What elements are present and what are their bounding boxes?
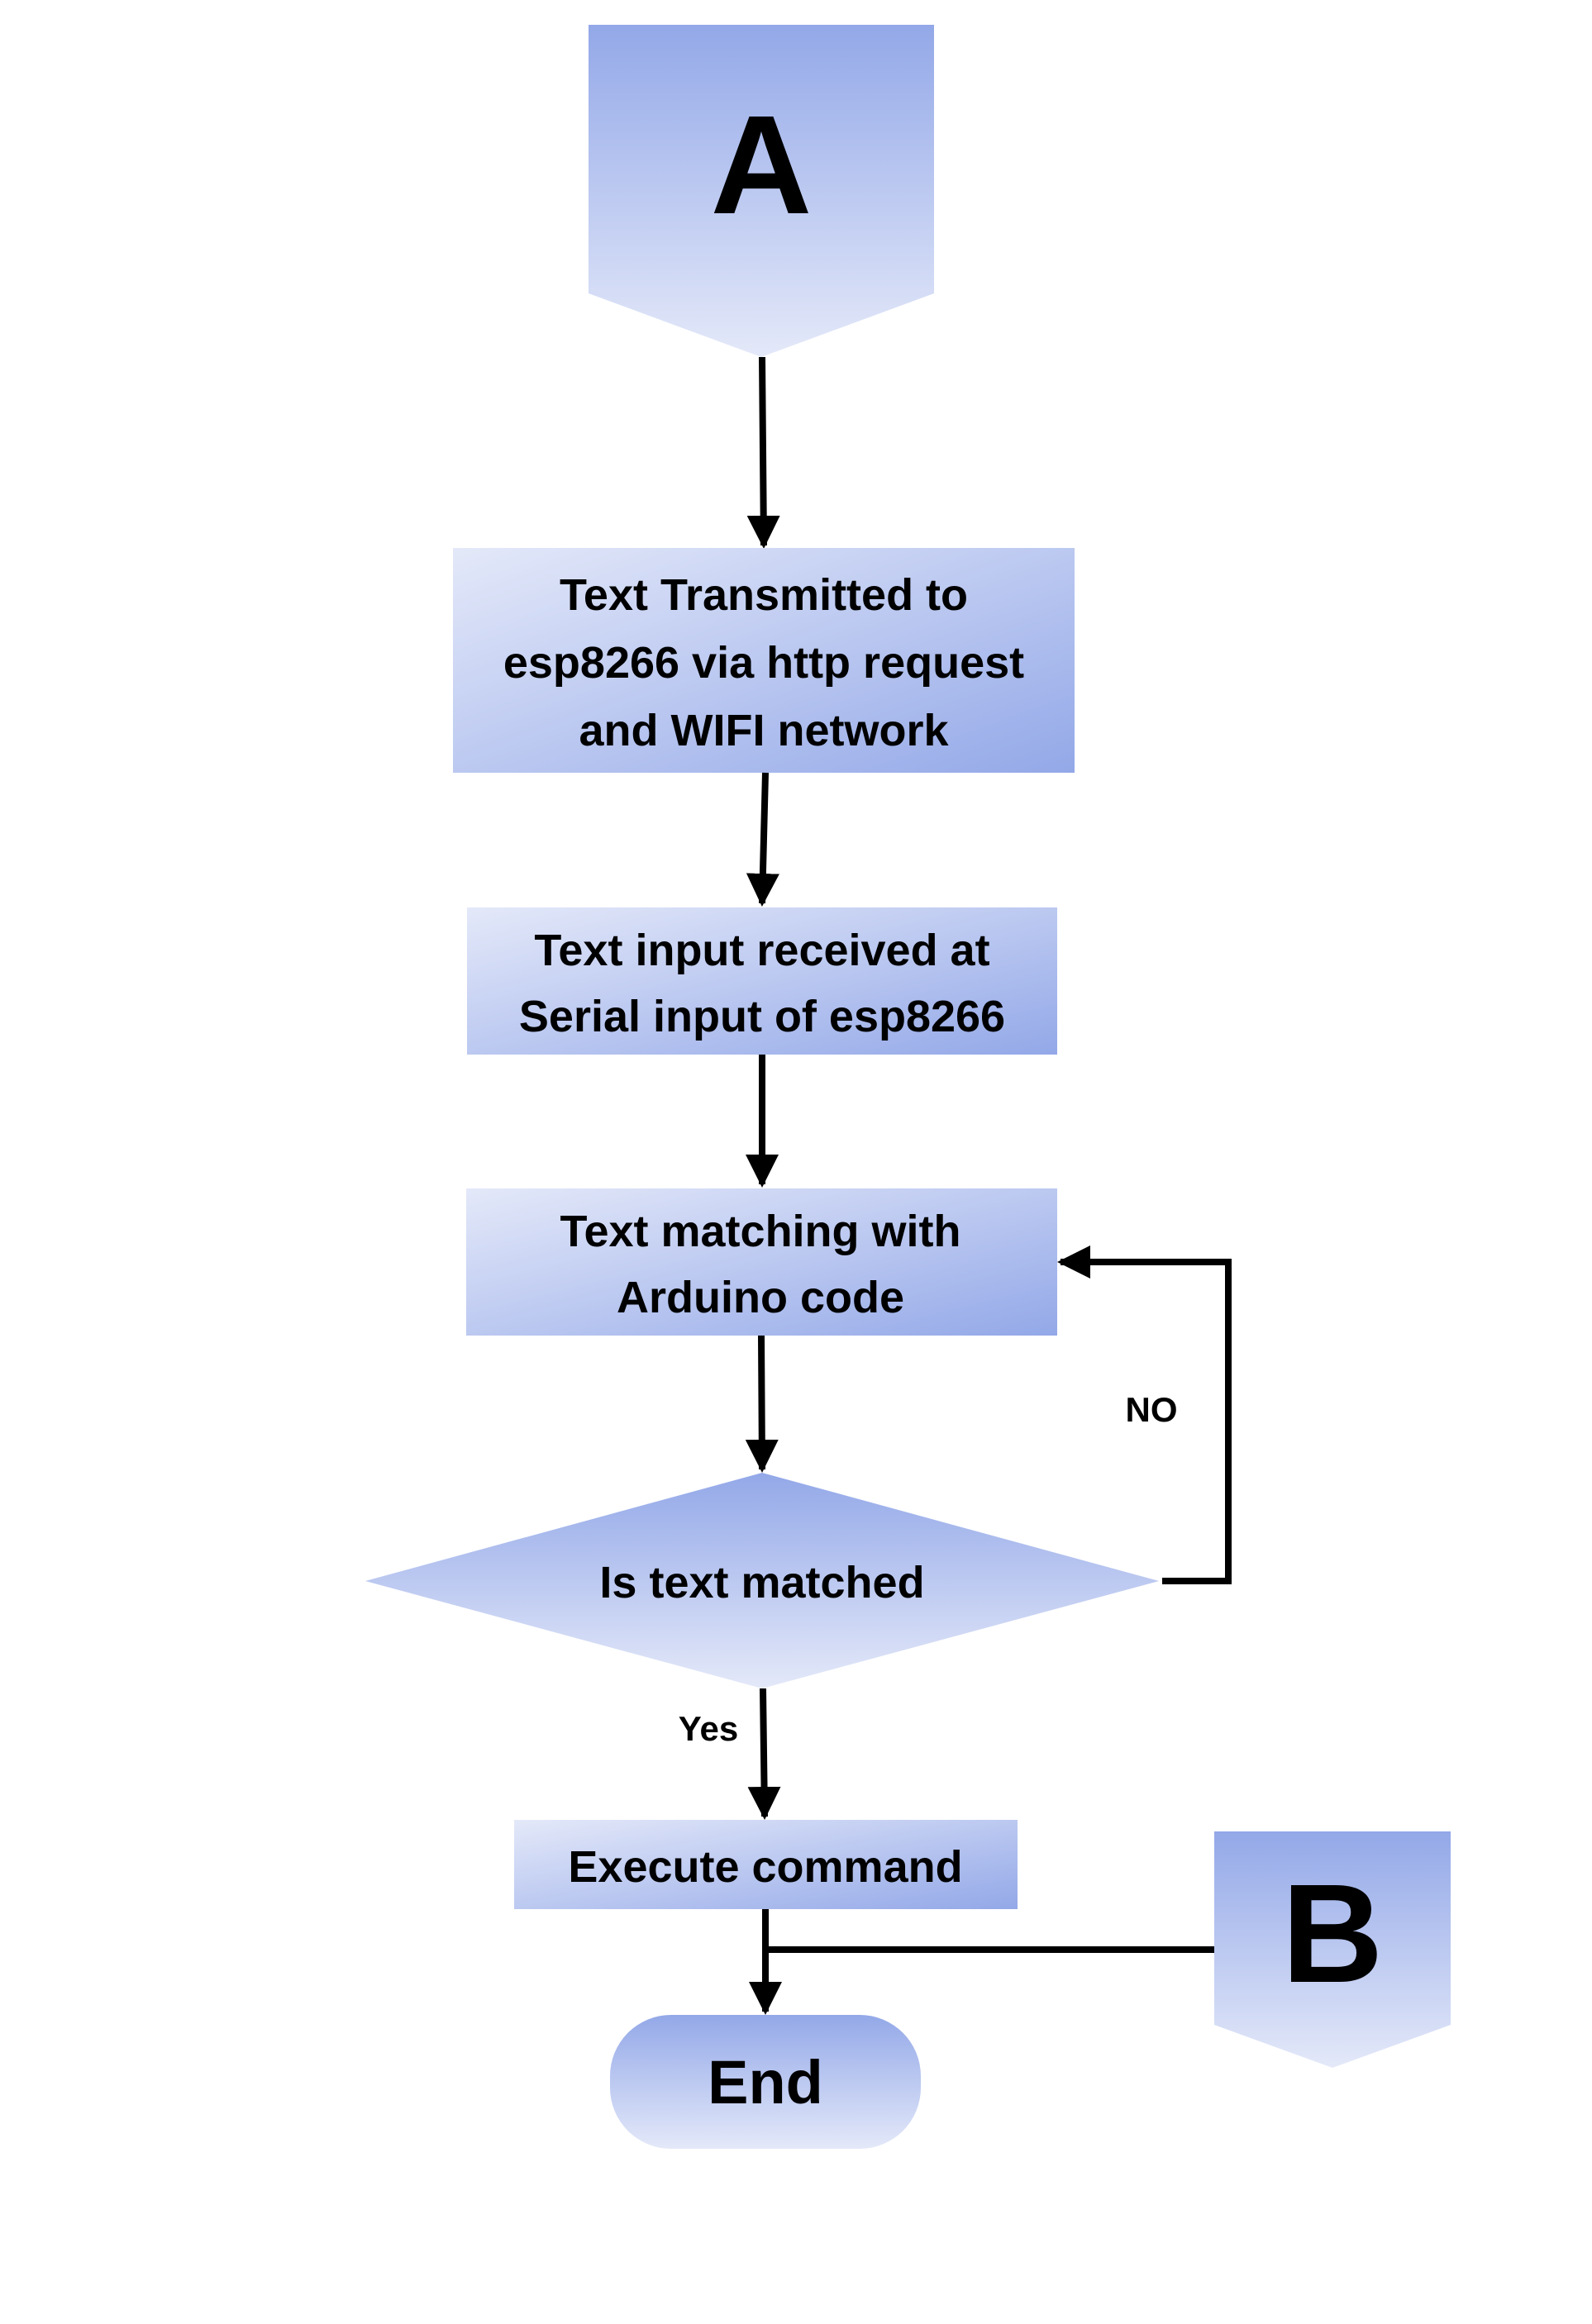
connector-b: B <box>1214 1831 1451 2068</box>
arrow-no-loop <box>1057 1245 1232 1584</box>
execute-label: Execute command <box>568 1842 962 1892</box>
decision-label: Is text matched <box>599 1558 924 1607</box>
edge-label-no: NO <box>1126 1390 1178 1429</box>
process-transmit: Text Transmitted to esp8266 via http req… <box>453 548 1075 773</box>
match-line-1: Text matching with <box>560 1207 960 1256</box>
transmit-line-1: Text Transmitted to <box>560 570 968 620</box>
arrow-a-to-transmit <box>746 356 780 549</box>
transmit-line-2: esp8266 via http request <box>503 638 1024 688</box>
arrow-transmit-to-receive <box>746 772 779 907</box>
terminator-end: End <box>610 2015 921 2149</box>
connector-a-label: A <box>711 87 813 244</box>
arrow-yes-to-execute <box>747 1688 781 1820</box>
end-label: End <box>708 2048 823 2117</box>
arrow-match-to-decision <box>745 1335 779 1473</box>
receive-line-2: Serial input of esp8266 <box>519 992 1005 1041</box>
process-receive: Text input received at Serial input of e… <box>467 907 1057 1055</box>
process-execute: Execute command <box>514 1820 1018 1909</box>
match-line-2: Arduino code <box>617 1273 904 1322</box>
connector-b-label: B <box>1282 1855 1384 2012</box>
edge-label-yes: Yes <box>679 1709 738 1748</box>
decision-is-text-matched: Is text matched <box>365 1473 1159 1688</box>
transmit-line-3: and WIFI network <box>579 706 949 755</box>
receive-line-1: Text input received at <box>534 926 989 975</box>
process-match: Text matching with Arduino code <box>466 1188 1057 1336</box>
connector-a: A <box>589 25 934 357</box>
